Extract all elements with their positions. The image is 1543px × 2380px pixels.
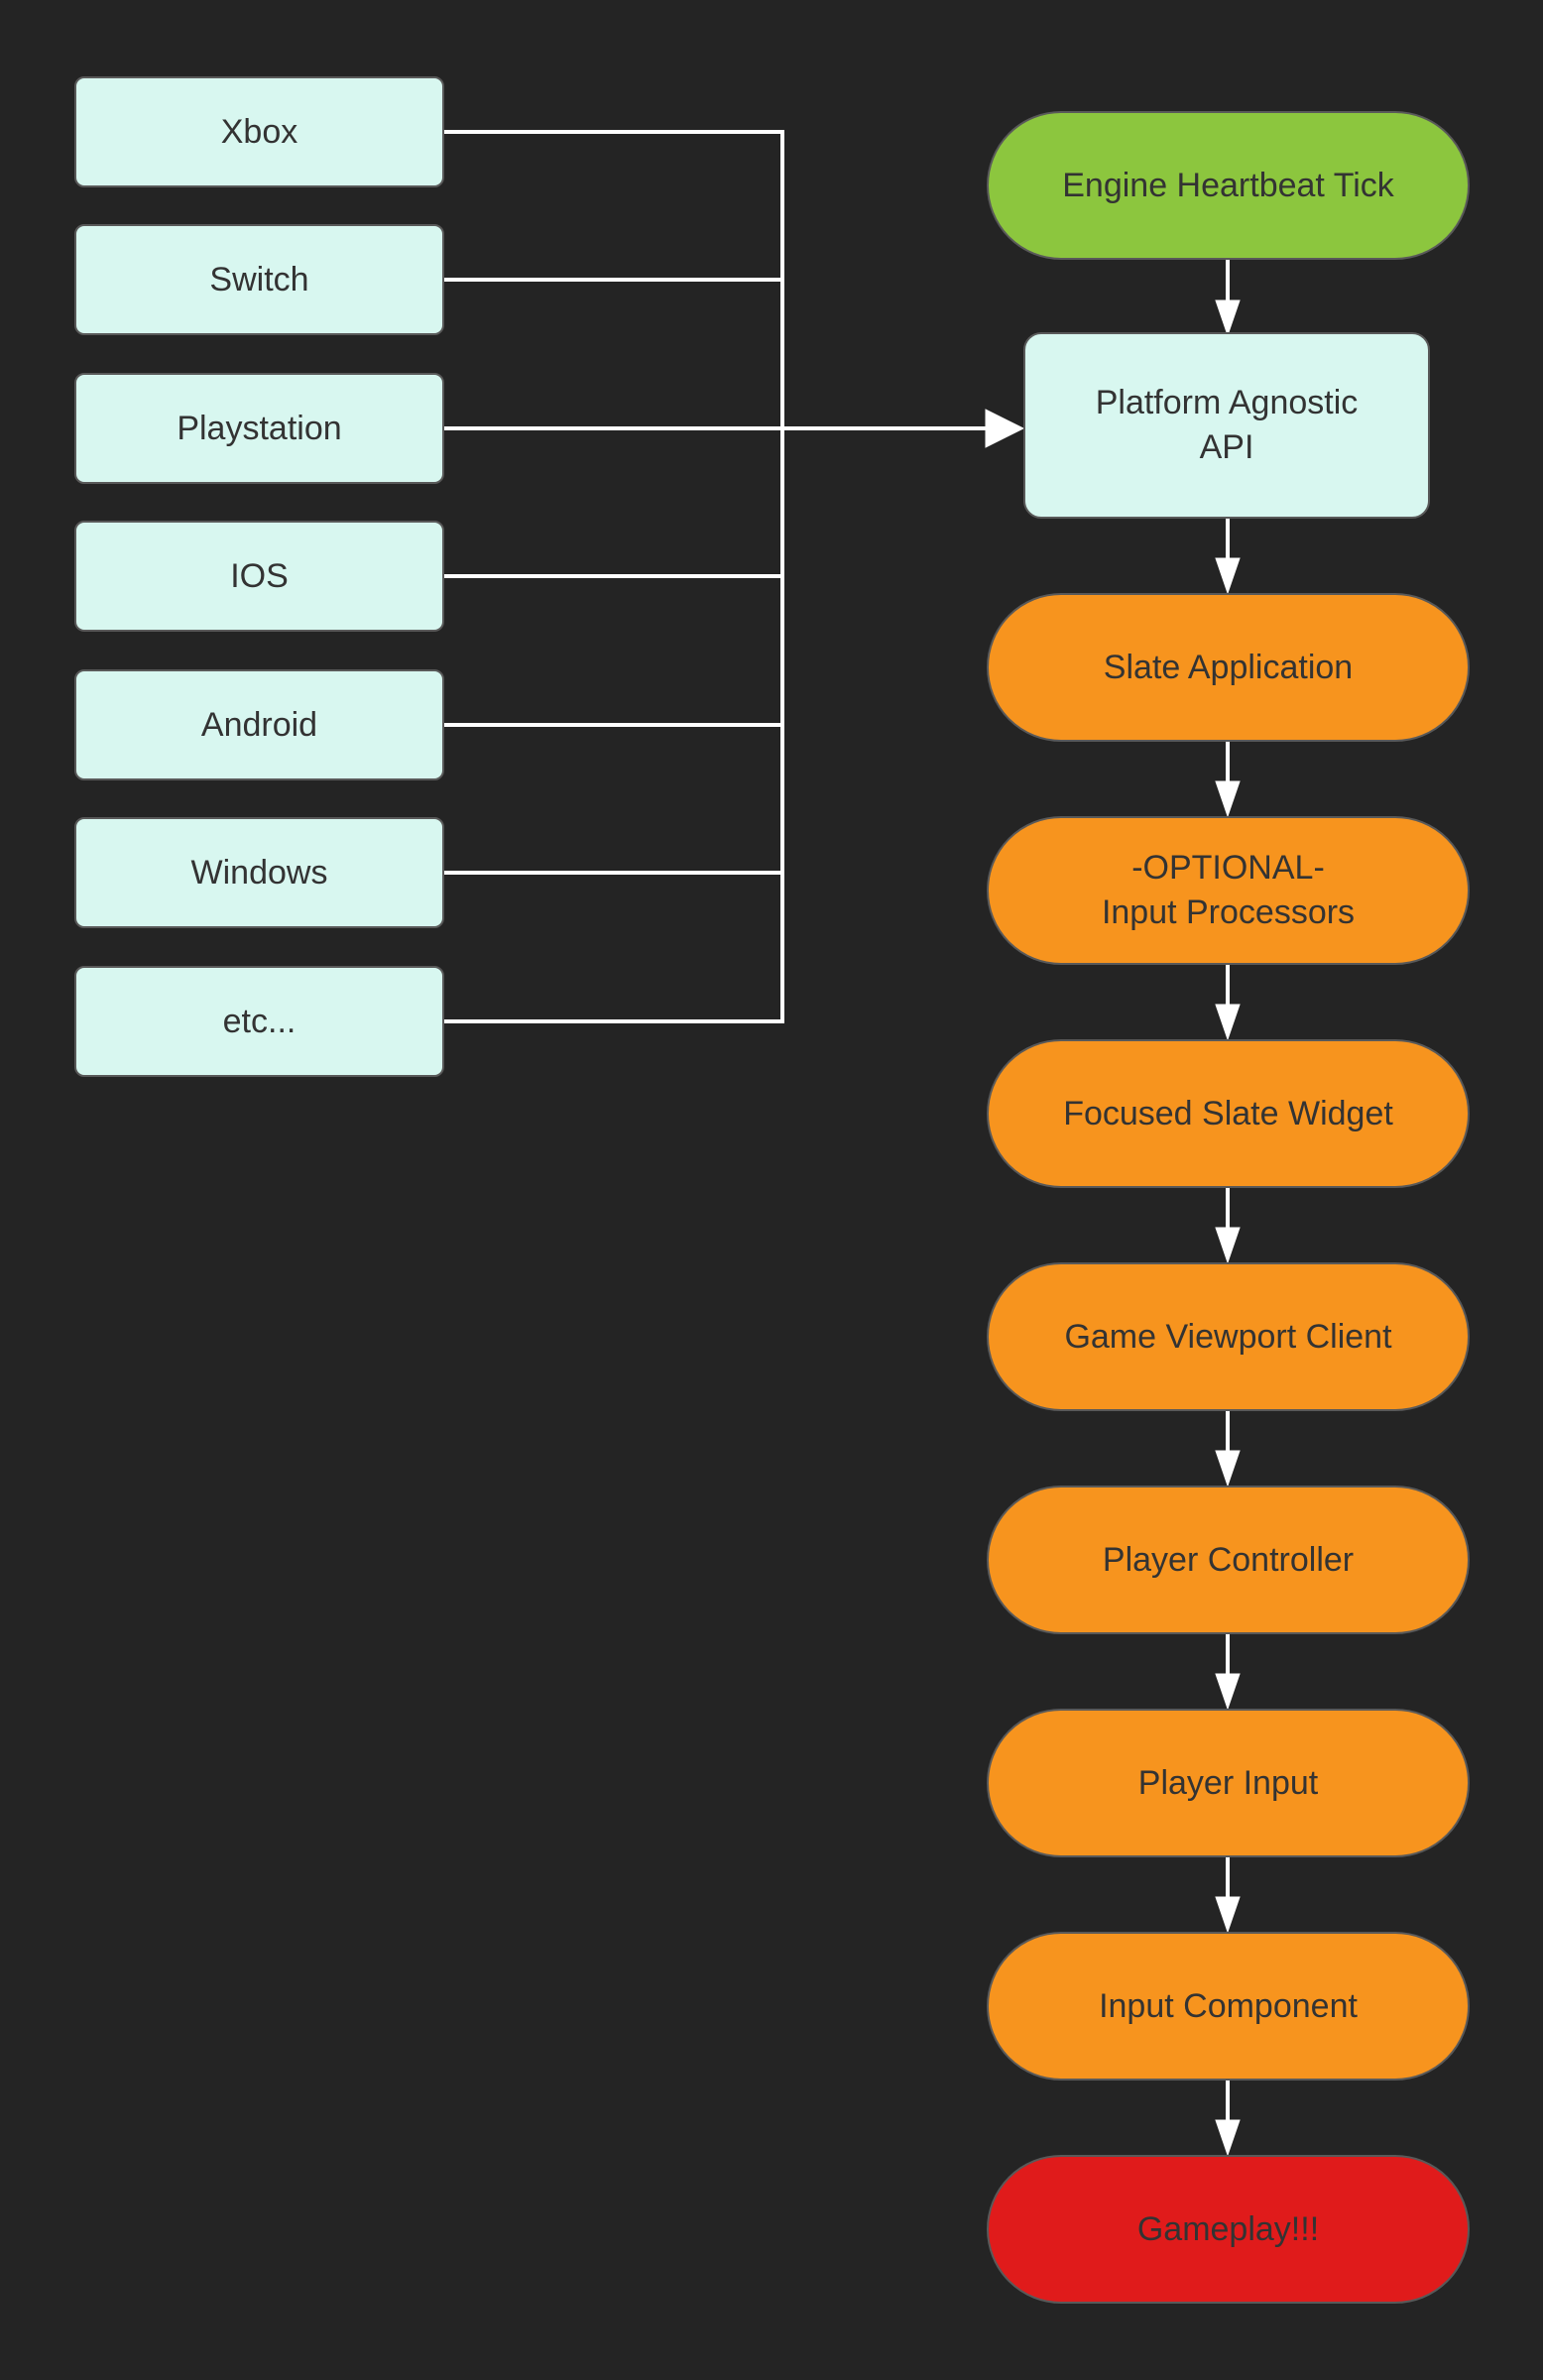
platform-box-etc-label: etc...: [222, 1002, 297, 1040]
game-viewport-client-label: Game Viewport Client: [1064, 1317, 1392, 1356]
platform-agnostic-api-line2: API: [1199, 428, 1254, 466]
focused-slate-widget-label: Focused Slate Widget: [1063, 1094, 1393, 1132]
flow-node-optional-input-processors: -OPTIONAL- Input Processors: [987, 816, 1470, 965]
input-processors-line2: Input Processors: [1101, 893, 1356, 931]
platform-box-windows: Windows: [74, 817, 444, 928]
input-component-label: Input Component: [1099, 1986, 1358, 2025]
arrowhead-slate-to-optional: [1215, 780, 1241, 818]
arrowhead-focused-to-viewport: [1215, 1227, 1241, 1264]
arrowhead-optional-to-focused: [1215, 1004, 1241, 1041]
player-input-label: Player Input: [1137, 1763, 1319, 1802]
engine-heartbeat-tick-label: Engine Heartbeat Tick: [1062, 166, 1394, 204]
gameplay-label: Gameplay!!!: [1136, 2209, 1320, 2248]
flow-node-game-viewport-client: Game Viewport Client: [987, 1262, 1470, 1411]
platform-box-android-label: Android: [200, 705, 318, 744]
platform-box-playstation: Playstation: [74, 373, 444, 484]
arrowhead-controller-to-input: [1215, 1673, 1241, 1711]
arrowhead-engine-to-api: [1215, 299, 1241, 337]
arrowhead-into-api: [985, 409, 1025, 448]
platform-box-ios-label: IOS: [230, 556, 289, 595]
platform-box-etc: etc...: [74, 966, 444, 1077]
platform-box-playstation-label: Playstation: [177, 409, 342, 447]
flow-node-player-input: Player Input: [987, 1709, 1470, 1857]
arrowhead-component-to-gameplay: [1215, 2119, 1241, 2157]
flow-node-focused-slate-widget: Focused Slate Widget: [987, 1039, 1470, 1188]
flow-node-engine-heartbeat-tick: Engine Heartbeat Tick: [987, 111, 1470, 260]
player-controller-label: Player Controller: [1102, 1540, 1355, 1579]
platform-box-switch-label: Switch: [209, 260, 309, 298]
platform-box-android: Android: [74, 669, 444, 780]
flow-node-platform-agnostic-api: Platform Agnostic API: [1023, 332, 1430, 519]
slate-application-label: Slate Application: [1103, 648, 1354, 686]
platform-box-windows-label: Windows: [190, 853, 328, 892]
flow-node-player-controller: Player Controller: [987, 1486, 1470, 1634]
platform-agnostic-api-line1: Platform Agnostic: [1095, 384, 1359, 421]
platform-box-switch: Switch: [74, 224, 444, 335]
arrowhead-viewport-to-controller: [1215, 1450, 1241, 1488]
flow-node-slate-application: Slate Application: [987, 593, 1470, 742]
flow-node-gameplay: Gameplay!!!: [987, 2155, 1470, 2304]
arrowhead-input-to-component: [1215, 1896, 1241, 1934]
platform-box-xbox: Xbox: [74, 76, 444, 187]
platform-box-ios: IOS: [74, 521, 444, 632]
arrowhead-api-to-slate: [1215, 557, 1241, 595]
platform-box-xbox-label: Xbox: [220, 112, 298, 151]
input-processors-line1: -OPTIONAL-: [1131, 849, 1325, 887]
flow-node-input-component: Input Component: [987, 1932, 1470, 2081]
